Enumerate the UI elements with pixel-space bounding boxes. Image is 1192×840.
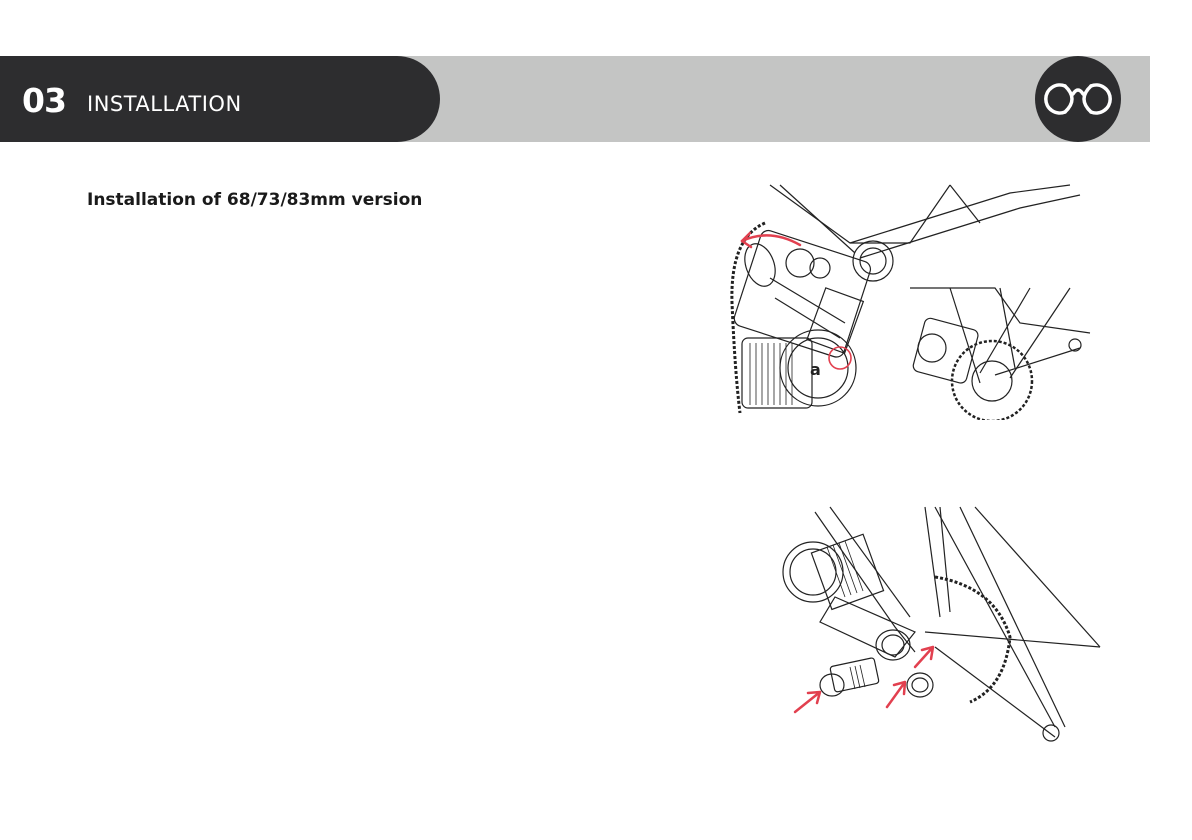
brand-logo [1035,56,1121,142]
section-number: 03 [22,81,66,120]
page-subtitle: Installation of 68/73/83mm version [87,190,422,210]
motor-rotation-illustration: a [650,183,1095,420]
bottom-bracket-parts-illustration [775,497,1105,747]
section-title: INSTALLATION [87,92,242,116]
svg-text:a: a [810,360,821,379]
cycle-brand-logo-icon [1035,56,1121,142]
